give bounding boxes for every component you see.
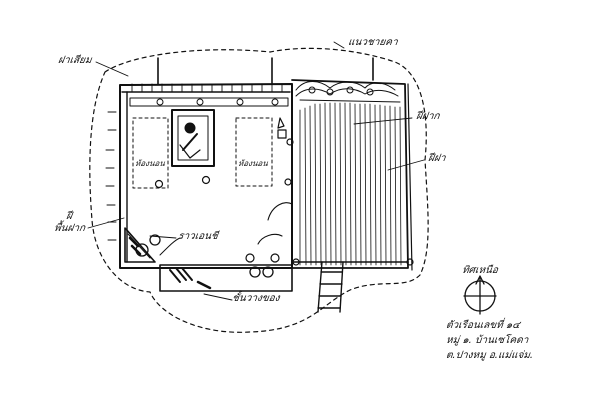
label-right-upper: ฝีฝาก (415, 111, 441, 122)
label-bottom-center: ชั้นวางของ (231, 293, 281, 304)
shrine (171, 109, 215, 167)
top-shelf (129, 97, 289, 107)
label-eave-line: แนวชายคา (347, 37, 399, 48)
door-arc (267, 202, 293, 221)
top-wall-slats (131, 83, 283, 93)
label-room-left: ห้องนอน (134, 159, 166, 168)
label-top-left: ฝาเสียม (57, 55, 93, 66)
deck-top-thatch (295, 81, 401, 103)
label-room-right: ห้องนอน (237, 159, 269, 168)
room-right-mat (235, 117, 273, 187)
hearth (124, 227, 181, 263)
ladder (317, 261, 344, 313)
door-arc-2 (257, 233, 283, 245)
label-center-lower: ราวเอนชี (177, 231, 219, 242)
bottom-shelf (159, 253, 293, 292)
deck-post (292, 258, 300, 266)
deck-post (406, 258, 414, 266)
legend-line-3: ต.ปางหมู อ.แม่แจ่ม. (445, 350, 534, 361)
left-ticks (105, 111, 117, 241)
legend-line-2: หมู่ ๑. บ้านเซโคดา (445, 335, 529, 346)
legend-title: ทิศเหนือ (461, 265, 499, 276)
room-left-mat (132, 117, 169, 189)
label-left-mid: พื้นฝาก (53, 223, 86, 234)
legend-line-1: ตัวเรือนเลขที่ ๑๔ (445, 320, 521, 331)
small-objects (154, 117, 294, 189)
leader-lines (87, 41, 425, 301)
deck-slats (299, 102, 402, 266)
eave-outline (89, 47, 429, 333)
label-left-mid-prefix: ฝี (65, 211, 73, 222)
label-right-lower: ฝีฝา (427, 153, 447, 164)
deck-right-edge (407, 83, 413, 271)
north-arrow-icon (463, 275, 497, 315)
